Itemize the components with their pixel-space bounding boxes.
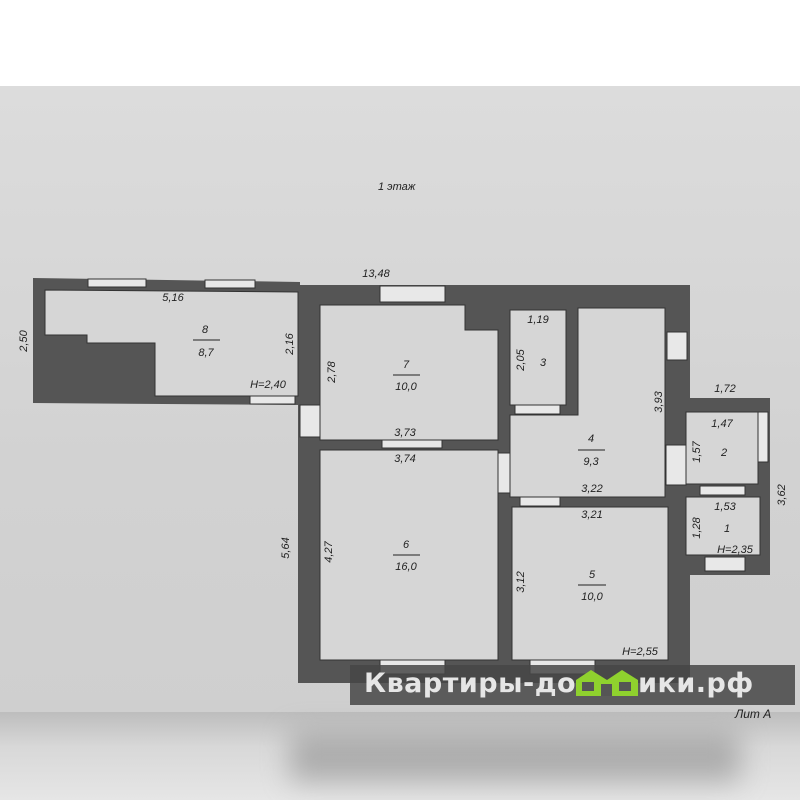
svg-text:1: 1 bbox=[724, 523, 730, 535]
watermark-text-left: Квартиры-до bbox=[364, 668, 577, 699]
svg-text:6: 6 bbox=[403, 539, 410, 551]
svg-text:2,78: 2,78 bbox=[326, 360, 338, 383]
svg-text:10,0: 10,0 bbox=[581, 591, 603, 603]
svg-text:H=2,40: H=2,40 bbox=[250, 379, 287, 391]
room-7 bbox=[319, 304, 499, 441]
svg-text:5,16: 5,16 bbox=[162, 292, 184, 304]
room-4 bbox=[509, 307, 666, 498]
svg-text:3,73: 3,73 bbox=[394, 427, 416, 439]
svg-text:8: 8 bbox=[202, 324, 209, 336]
svg-text:1,28: 1,28 bbox=[691, 516, 703, 538]
svg-text:1,57: 1,57 bbox=[691, 440, 703, 462]
svg-text:4: 4 bbox=[588, 433, 594, 445]
watermark-banner: Квартиры-до ики.рф bbox=[350, 665, 795, 705]
svg-text:3,62: 3,62 bbox=[776, 484, 788, 505]
rooms bbox=[44, 289, 761, 661]
room-8 bbox=[44, 289, 299, 397]
lit-label: Лит А bbox=[735, 707, 772, 721]
svg-text:8,7: 8,7 bbox=[198, 347, 214, 359]
svg-text:3,21: 3,21 bbox=[581, 509, 602, 521]
svg-text:2,16: 2,16 bbox=[284, 332, 296, 355]
svg-text:3,74: 3,74 bbox=[394, 453, 415, 465]
svg-text:4,27: 4,27 bbox=[323, 540, 335, 562]
svg-text:3: 3 bbox=[540, 357, 547, 369]
svg-text:16,0: 16,0 bbox=[395, 561, 417, 573]
svg-text:2: 2 bbox=[720, 447, 727, 459]
svg-text:1,53: 1,53 bbox=[714, 501, 736, 513]
svg-text:3,12: 3,12 bbox=[515, 571, 527, 592]
room-1 bbox=[685, 496, 761, 556]
svg-text:13,48: 13,48 bbox=[362, 268, 390, 280]
svg-text:1,19: 1,19 bbox=[527, 314, 548, 326]
room-labels: 8 8,7 H=2,40 7 10,0 3 4 9,3 2 1 H=2,35 6… bbox=[193, 324, 754, 658]
svg-text:H=2,55: H=2,55 bbox=[622, 646, 659, 658]
svg-text:2,50: 2,50 bbox=[18, 329, 30, 352]
watermark-text-right: ики.рф bbox=[638, 668, 754, 699]
blurred-background bbox=[0, 712, 800, 800]
house-icon bbox=[576, 670, 639, 696]
svg-text:3,22: 3,22 bbox=[581, 483, 602, 495]
floor-title: 1 этаж bbox=[378, 181, 416, 193]
svg-text:5,64: 5,64 bbox=[280, 537, 292, 558]
svg-text:10,0: 10,0 bbox=[395, 381, 417, 393]
dimensions: 13,48 5,16 2,50 2,16 2,78 3,73 3,74 5,64… bbox=[18, 268, 788, 593]
room-5 bbox=[511, 506, 669, 661]
svg-text:1,47: 1,47 bbox=[711, 418, 733, 430]
svg-text:2,05: 2,05 bbox=[515, 348, 527, 371]
svg-text:7: 7 bbox=[403, 359, 410, 371]
room-2 bbox=[685, 411, 759, 485]
room-3 bbox=[509, 309, 567, 406]
svg-text:3,93: 3,93 bbox=[653, 390, 665, 412]
windows-doors bbox=[87, 278, 769, 675]
svg-text:9,3: 9,3 bbox=[583, 456, 599, 468]
svg-text:H=2,35: H=2,35 bbox=[717, 544, 754, 556]
svg-text:1,72: 1,72 bbox=[714, 383, 735, 395]
svg-text:5: 5 bbox=[589, 569, 596, 581]
